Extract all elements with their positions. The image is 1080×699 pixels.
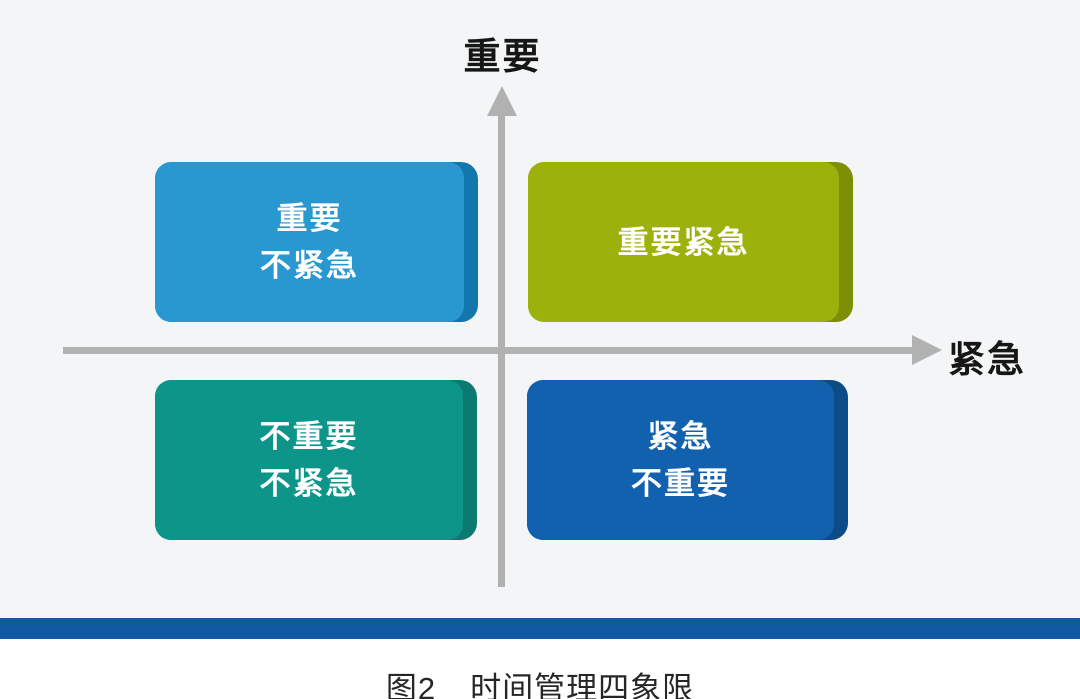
quadrant-label-line: 不紧急 (259, 466, 359, 501)
x-axis-arrow-icon (912, 335, 942, 365)
x-axis-label: 紧急 (948, 339, 1026, 380)
y-axis-arrow-icon (487, 86, 517, 116)
quadrant-face: 重要紧急 (528, 162, 839, 322)
quadrant-label-line: 紧急 (647, 419, 714, 454)
quadrant-label-line: 重要紧急 (617, 224, 750, 260)
quadrant-important-not-urgent: 重要 不紧急 (155, 162, 478, 322)
quadrant-not-important-not-urgent: 不重要 不紧急 (155, 380, 477, 540)
quadrant-face: 重要 不紧急 (155, 162, 464, 322)
quadrant-label-line: 重要 (276, 201, 343, 236)
quadrant-important-urgent: 重要紧急 (528, 162, 853, 322)
quadrant-urgent-not-important: 紧急 不重要 (527, 380, 848, 540)
quadrant-label-line: 不重要 (631, 466, 730, 501)
quadrant-face: 紧急 不重要 (527, 380, 834, 540)
quadrant-face: 不重要 不紧急 (155, 380, 463, 540)
divider-bar (0, 618, 1080, 639)
figure-caption: 图2 时间管理四象限 (0, 663, 1080, 699)
x-axis-line (63, 347, 915, 354)
quadrant-label-line: 不重要 (259, 419, 359, 454)
figure-caption-label: 图2 (385, 671, 437, 699)
figure-caption-title: 时间管理四象限 (470, 671, 695, 699)
quadrant-label-line: 不紧急 (260, 248, 359, 283)
y-axis-label: 重要 (463, 36, 542, 77)
